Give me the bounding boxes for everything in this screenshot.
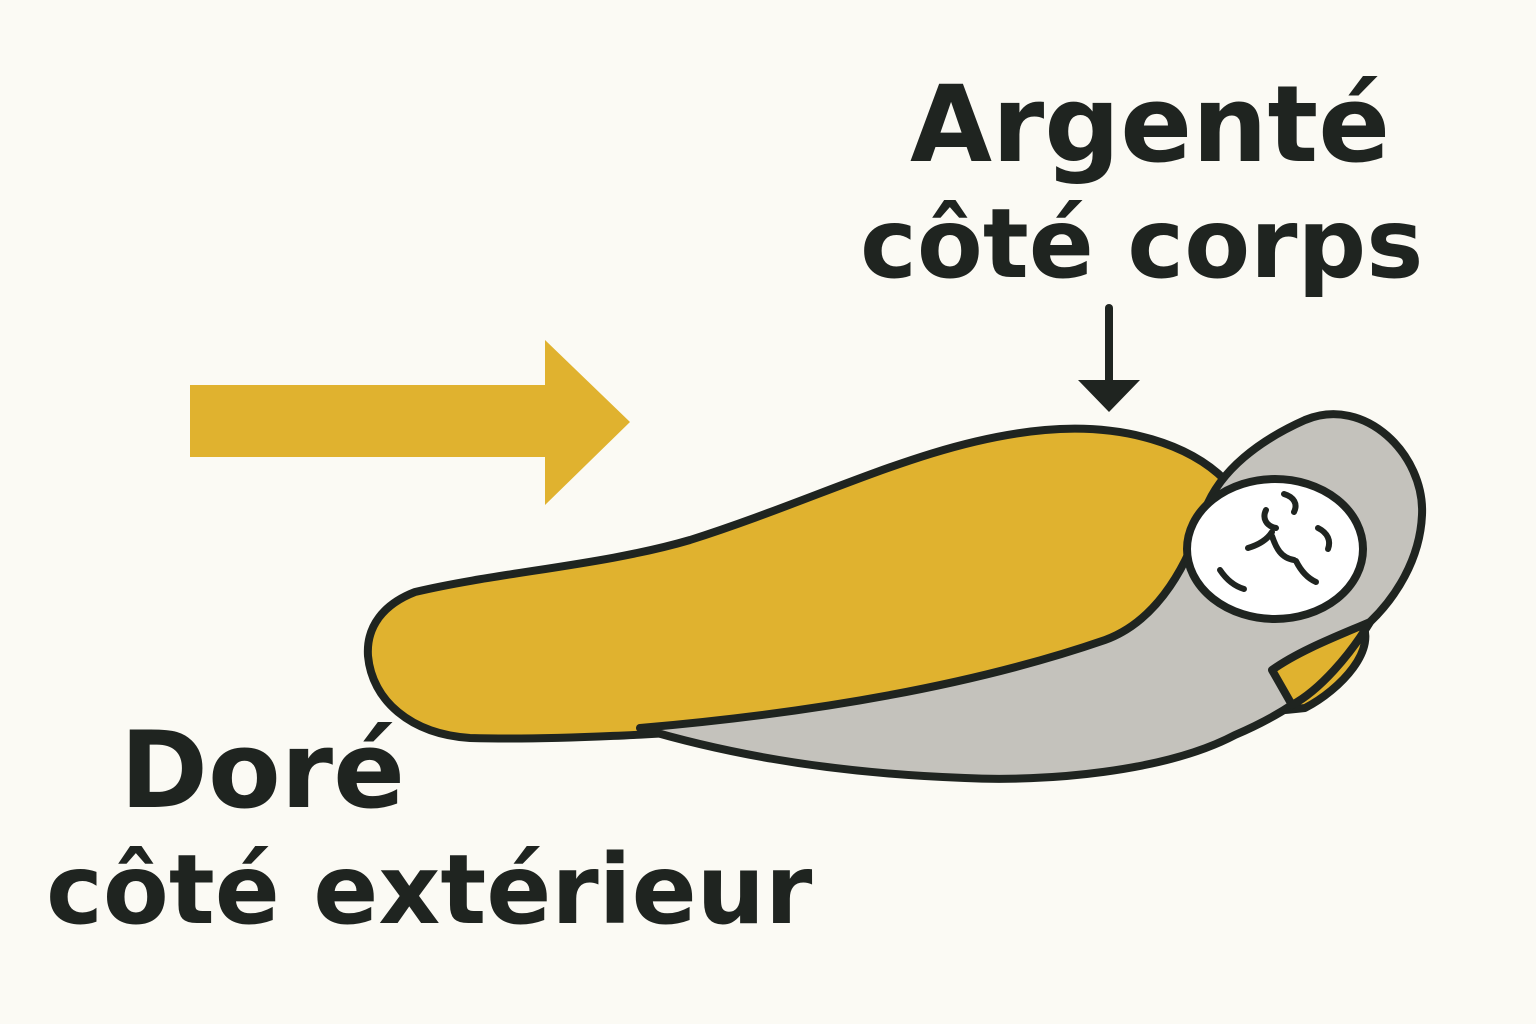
- gold-side-title: Doré: [120, 709, 405, 832]
- gold-side-subtitle: côté extérieur: [46, 834, 813, 946]
- face-icon: [1183, 475, 1367, 623]
- gold-fold: [1268, 618, 1374, 709]
- silver-side-title: Argenté: [910, 63, 1391, 186]
- silver-side-subtitle: côté corps: [860, 188, 1424, 300]
- down-arrow-icon: [1078, 304, 1140, 412]
- right-arrow-icon: [190, 340, 630, 505]
